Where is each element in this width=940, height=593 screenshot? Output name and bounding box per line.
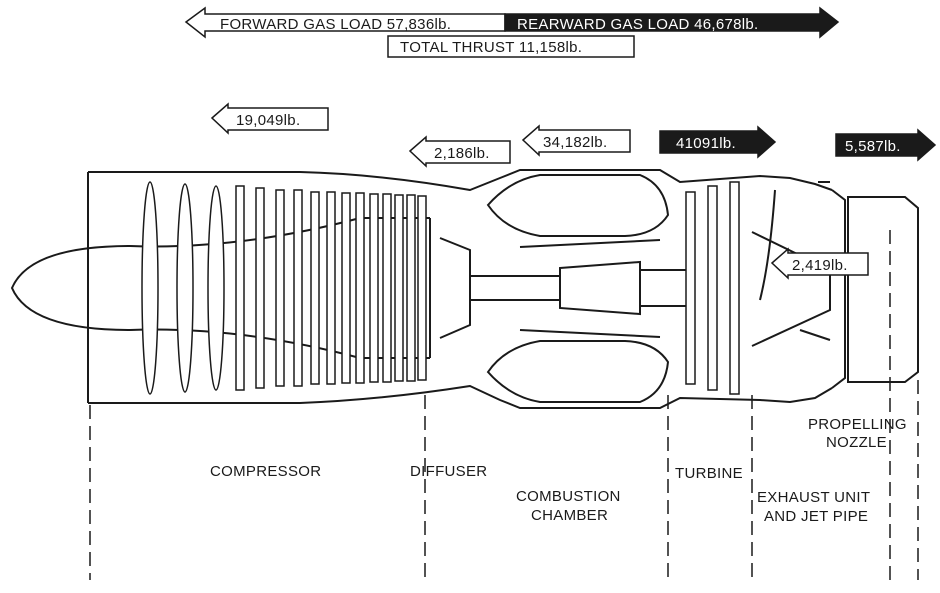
compressor-load-arrow: 19,049lb. xyxy=(210,102,329,135)
combustion-section-label-line1: COMBUSTION xyxy=(516,488,621,505)
turbine-blades xyxy=(685,181,740,395)
section-dividers xyxy=(89,230,919,580)
turbine-load-label: 41091lb. xyxy=(676,135,736,152)
nozzle-load-label: 5,587lb. xyxy=(845,138,901,155)
nozzle-section-label-line1: PROPELLING xyxy=(808,416,907,433)
compressor-load-label: 19,049lb. xyxy=(236,112,300,129)
exhaust-section-label-line2: AND JET PIPE xyxy=(764,508,868,525)
rearward-gas-load-arrow: REARWARD GAS LOAD 46,678lb. xyxy=(504,6,840,39)
total-thrust-box: TOTAL THRUST 11,158lb. xyxy=(387,35,635,58)
nozzle-section-label-line2: NOZZLE xyxy=(826,434,887,451)
combustion-load-arrow: 34,182lb. xyxy=(521,124,631,157)
diffuser-load-label: 2,186lb. xyxy=(434,145,490,162)
diffuser-section-label: DIFFUSER xyxy=(410,463,487,480)
rearward-gas-load-label: REARWARD GAS LOAD 46,678lb. xyxy=(517,16,759,33)
exhaust-section-label-line1: EXHAUST UNIT xyxy=(757,489,870,506)
total-thrust-label: TOTAL THRUST 11,158lb. xyxy=(400,39,582,56)
exhaust-load-label: 2,419lb. xyxy=(792,257,848,274)
turbine-section-label: TURBINE xyxy=(675,465,743,482)
compressor-section-label: COMPRESSOR xyxy=(210,463,321,480)
forward-gas-load-arrow: FORWARD GAS LOAD 57,836lb. xyxy=(184,6,506,39)
turbine-load-arrow: 41091lb. xyxy=(659,125,777,159)
combustion-load-label: 34,182lb. xyxy=(543,134,607,151)
compressor-blades xyxy=(141,181,427,395)
forward-gas-load-label: FORWARD GAS LOAD 57,836lb. xyxy=(220,16,451,33)
diffuser-load-arrow: 2,186lb. xyxy=(408,135,511,168)
combustion-section-label-line2: CHAMBER xyxy=(531,507,608,524)
nozzle-load-arrow: 5,587lb. xyxy=(835,128,937,162)
exhaust-load-arrow: 2,419lb. xyxy=(770,247,869,280)
